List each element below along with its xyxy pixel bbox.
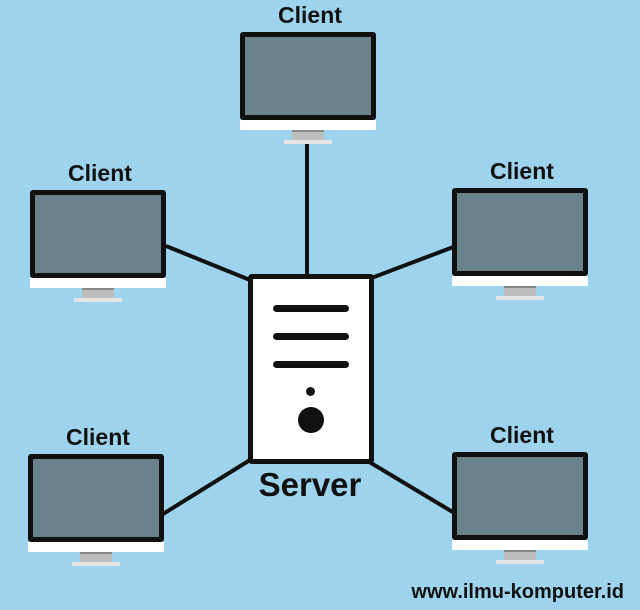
server-led-icon bbox=[306, 387, 315, 396]
monitor-bezel bbox=[452, 276, 588, 286]
monitor-screen bbox=[30, 190, 166, 278]
monitor-bezel bbox=[240, 120, 376, 130]
monitor-screen bbox=[452, 188, 588, 276]
client-label: Client bbox=[490, 158, 554, 184]
monitor-foot bbox=[496, 560, 544, 564]
monitor-icon bbox=[240, 32, 376, 144]
server-vent bbox=[273, 333, 349, 340]
client-label: Client bbox=[490, 422, 554, 448]
monitor-foot bbox=[74, 298, 122, 302]
client-node-lower-left: Client bbox=[28, 424, 168, 584]
client-node-upper-left: Client bbox=[30, 160, 170, 320]
link-server-lower-left-client bbox=[161, 458, 252, 516]
server-vent bbox=[273, 305, 349, 312]
link-server-lower-right-client bbox=[364, 458, 458, 516]
monitor-bezel bbox=[30, 278, 166, 288]
link-server-upper-right-client bbox=[365, 244, 457, 282]
watermark-text: www.ilmu-komputer.id bbox=[411, 581, 624, 603]
monitor-icon bbox=[452, 188, 588, 300]
client-label: Client bbox=[68, 160, 132, 186]
monitor-screen bbox=[240, 32, 376, 120]
client-node-top: Client bbox=[240, 2, 380, 162]
client-node-upper-right: Client bbox=[452, 158, 592, 318]
client-label: Client bbox=[66, 424, 130, 450]
monitor-bezel bbox=[452, 540, 588, 550]
server-vent bbox=[273, 361, 349, 368]
server-power-button-icon bbox=[298, 407, 324, 433]
link-server-upper-left-client bbox=[165, 244, 251, 282]
monitor-bezel bbox=[28, 542, 164, 552]
monitor-stand bbox=[80, 552, 112, 564]
monitor-stand bbox=[82, 288, 114, 300]
server-tower-icon bbox=[248, 274, 374, 464]
monitor-icon bbox=[452, 452, 588, 564]
monitor-foot bbox=[72, 562, 120, 566]
monitor-stand bbox=[292, 130, 324, 142]
monitor-icon bbox=[30, 190, 166, 302]
server-label: Server bbox=[258, 466, 362, 503]
monitor-screen bbox=[28, 454, 164, 542]
monitor-screen bbox=[452, 452, 588, 540]
monitor-foot bbox=[496, 296, 544, 300]
monitor-stand bbox=[504, 550, 536, 562]
monitor-foot bbox=[284, 140, 332, 144]
client-node-lower-right: Client bbox=[452, 422, 592, 582]
monitor-icon bbox=[28, 454, 164, 566]
monitor-stand bbox=[504, 286, 536, 298]
client-label: Client bbox=[278, 2, 342, 28]
